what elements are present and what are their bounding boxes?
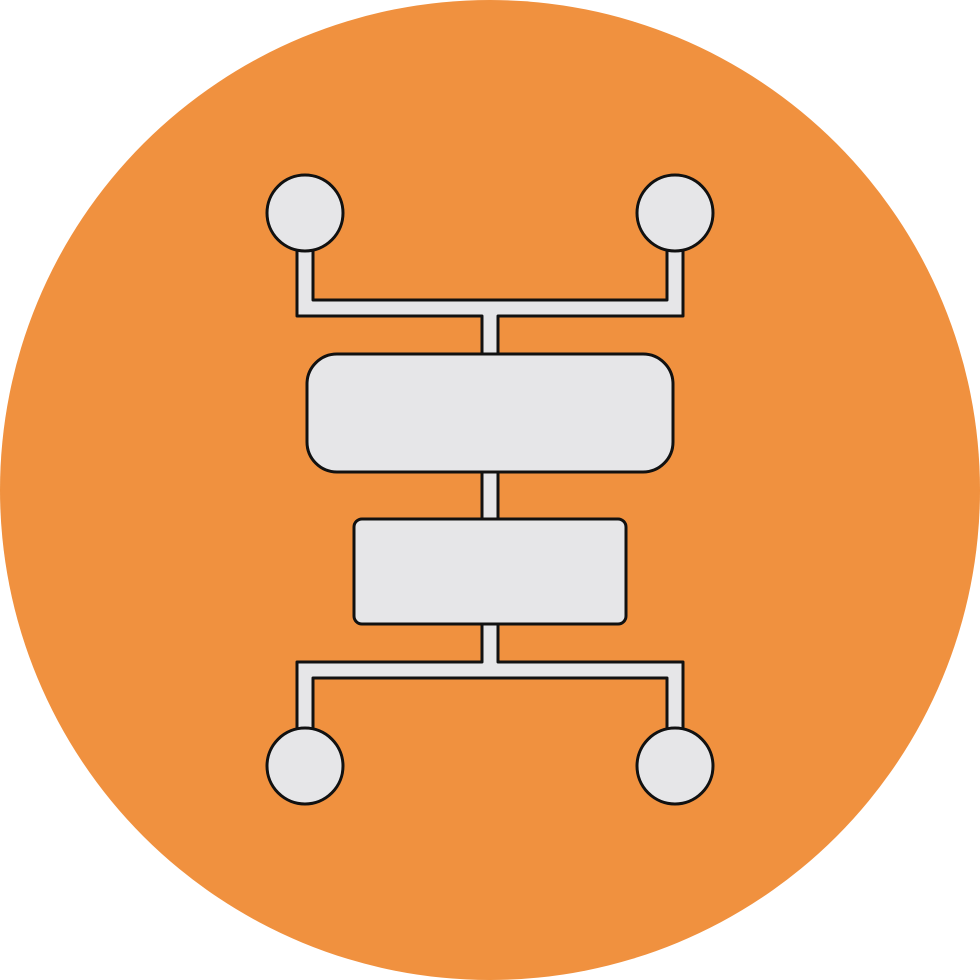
top-process-box [305,352,675,474]
middle-connector-line [480,469,500,523]
hierarchy-flowchart-icon [265,173,715,806]
bottom-process-box [352,517,628,626]
top-connector-line [295,238,685,358]
bottom-right-node [635,726,715,806]
top-right-node [635,173,715,253]
bottom-left-node [265,726,345,806]
bottom-connector-line [295,620,685,740]
top-left-node [265,173,345,253]
